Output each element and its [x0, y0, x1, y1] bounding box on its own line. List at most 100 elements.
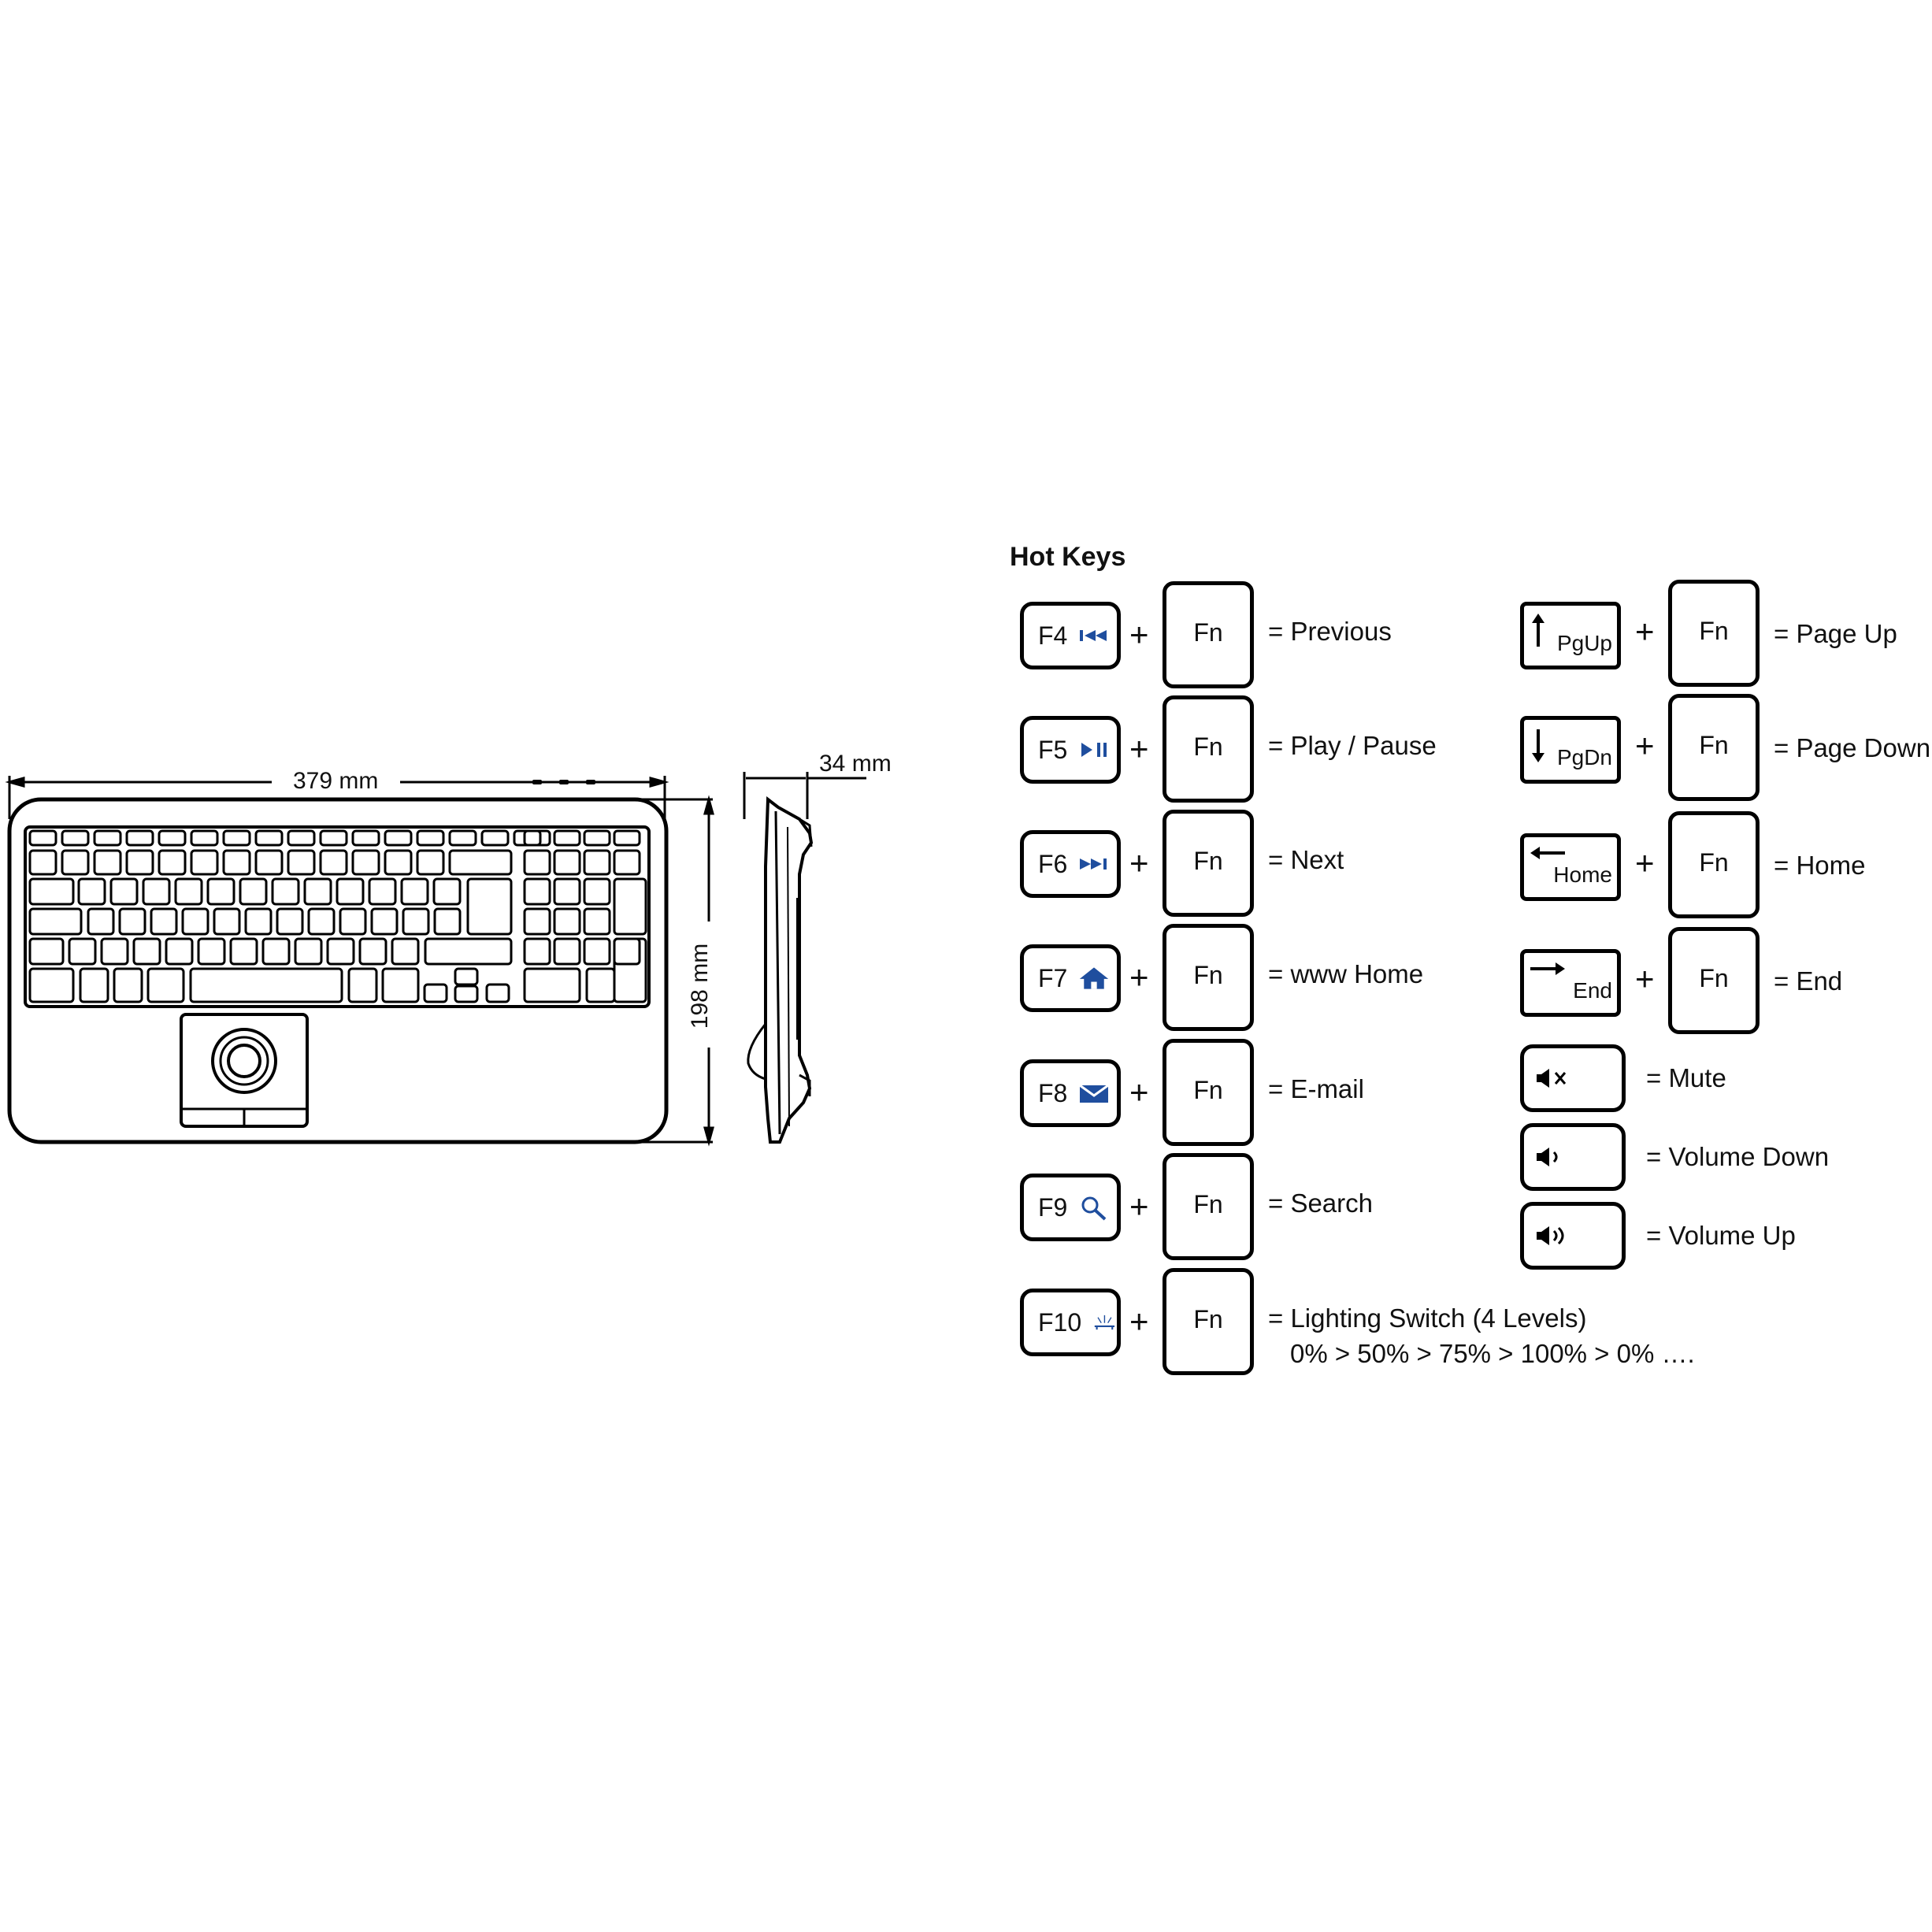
keyboard-key: [294, 937, 323, 966]
fn-key[interactable]: Fn: [1163, 581, 1254, 688]
fkey-f9[interactable]: F9: [1020, 1174, 1121, 1241]
keyboard-key: [523, 877, 551, 906]
hotkey-description: = End: [1774, 966, 1843, 996]
depth-dimension-label: 34 mm: [819, 751, 892, 777]
keyboard-key: [480, 829, 510, 847]
key-pgdn[interactable]: PgDn: [1520, 716, 1621, 784]
fn-key[interactable]: Fn: [1163, 924, 1254, 1031]
nav-key-label: End: [1573, 978, 1612, 1003]
fkey-f8[interactable]: F8: [1020, 1059, 1121, 1127]
keyboard-key: [358, 937, 388, 966]
keyboard-key: [553, 849, 581, 876]
fn-key[interactable]: Fn: [1668, 927, 1760, 1034]
key-home[interactable]: Home: [1520, 833, 1621, 901]
keyboard-key: [585, 967, 616, 1003]
keyboard-key: [113, 967, 143, 1003]
play-pause-icon: [1081, 743, 1107, 757]
keyboard-key: [93, 829, 122, 847]
width-dimension-label: 379 mm: [293, 768, 379, 794]
keyboard-key: [276, 907, 304, 936]
fn-key[interactable]: Fn: [1163, 695, 1254, 803]
fn-key[interactable]: Fn: [1668, 580, 1760, 687]
keyboard-key: [79, 967, 109, 1003]
next-track-icon: [1080, 858, 1107, 870]
fkey-f7[interactable]: F7: [1020, 944, 1121, 1012]
hotkey-description: = Volume Down: [1646, 1142, 1830, 1171]
plus-sign: +: [1129, 844, 1149, 881]
fkey-f4[interactable]: F4: [1020, 602, 1121, 669]
key-pgup[interactable]: PgUp: [1520, 602, 1621, 669]
keyboard-key: [347, 967, 378, 1003]
keyboard-key: [229, 937, 258, 966]
keyboard-key: [254, 829, 284, 847]
keyboard-key: [307, 907, 336, 936]
indicator-leds: [532, 780, 595, 784]
keyboard-key: [613, 829, 641, 847]
volume-down-key[interactable]: [1520, 1123, 1626, 1191]
plus-sign: +: [1635, 727, 1655, 764]
plus-sign: +: [1129, 959, 1149, 996]
fkey-f5[interactable]: F5: [1020, 716, 1121, 784]
plus-sign: +: [1129, 730, 1149, 767]
keyboard-key: [61, 829, 90, 847]
keyboard-key: [485, 983, 510, 1003]
keyboard-key: [77, 877, 106, 906]
keyboard-key: [613, 877, 647, 936]
keyboard-key: [93, 849, 122, 876]
hotkey-description: = Home: [1774, 851, 1866, 880]
arrow-left-icon: [1530, 847, 1565, 859]
fkey-label: F6: [1038, 849, 1068, 878]
keyboard-key: [523, 829, 551, 847]
nav-key-label: Home: [1553, 862, 1612, 887]
keyboard-key: [109, 877, 139, 906]
plus-sign: +: [1635, 960, 1655, 997]
keyboard-key: [423, 983, 448, 1003]
nav-key-label: PgDn: [1556, 745, 1612, 769]
fkey-f6[interactable]: F6: [1020, 830, 1121, 898]
light-icon: [1094, 1315, 1115, 1330]
fkey-label: F9: [1038, 1192, 1068, 1222]
plus-sign: +: [1635, 613, 1655, 650]
plus-sign: +: [1129, 616, 1149, 653]
fn-key[interactable]: Fn: [1163, 1153, 1254, 1260]
keyboard-side-view: [747, 796, 814, 1144]
search-icon: [1081, 1196, 1107, 1221]
keyboard-key: [142, 877, 171, 906]
key-end[interactable]: End: [1520, 949, 1621, 1017]
fn-key[interactable]: Fn: [1163, 1268, 1254, 1375]
plus-sign: +: [1129, 1188, 1149, 1225]
keyboard-key: [583, 907, 611, 936]
fkey-f10[interactable]: F10: [1020, 1289, 1121, 1356]
hotkey-description: = Volume Up: [1646, 1221, 1796, 1250]
keyboard-key: [87, 907, 115, 936]
keyboard-key: [433, 907, 462, 936]
plus-sign: +: [1129, 1074, 1149, 1111]
fn-key[interactable]: Fn: [1163, 810, 1254, 917]
keyboard-key: [553, 907, 581, 936]
keyboard-key: [583, 829, 611, 847]
fn-key[interactable]: Fn: [1668, 811, 1760, 918]
arrow-down-icon: [1532, 729, 1544, 762]
height-dimension-label: 198 mm: [687, 943, 714, 1029]
hotkeys-title: Hot Keys: [1010, 542, 1126, 572]
keyboard-key: [523, 907, 551, 936]
hotkey-description: = Previous: [1268, 617, 1392, 646]
keyboard-key: [28, 877, 75, 906]
fn-key[interactable]: Fn: [1668, 694, 1760, 801]
fkey-label: F4: [1038, 621, 1068, 650]
previous-track-icon: [1080, 630, 1107, 641]
keyboard-key: [190, 829, 219, 847]
volume-up-key[interactable]: [1520, 1202, 1626, 1270]
keyboard-key: [213, 907, 241, 936]
keyboard-key: [158, 829, 187, 847]
hotkey-description: = Mute: [1646, 1063, 1726, 1092]
fn-key[interactable]: Fn: [1163, 1039, 1254, 1146]
keyboard-key: [553, 877, 581, 906]
fkey-label: F7: [1038, 963, 1068, 992]
hotkey-description: = Next: [1268, 845, 1344, 874]
mail-icon: [1079, 1084, 1110, 1103]
keyboard-key: [28, 829, 57, 847]
volume-down-icon: [1537, 1148, 1558, 1166]
keyboard-key: [326, 937, 355, 966]
mute-key[interactable]: [1520, 1044, 1626, 1112]
